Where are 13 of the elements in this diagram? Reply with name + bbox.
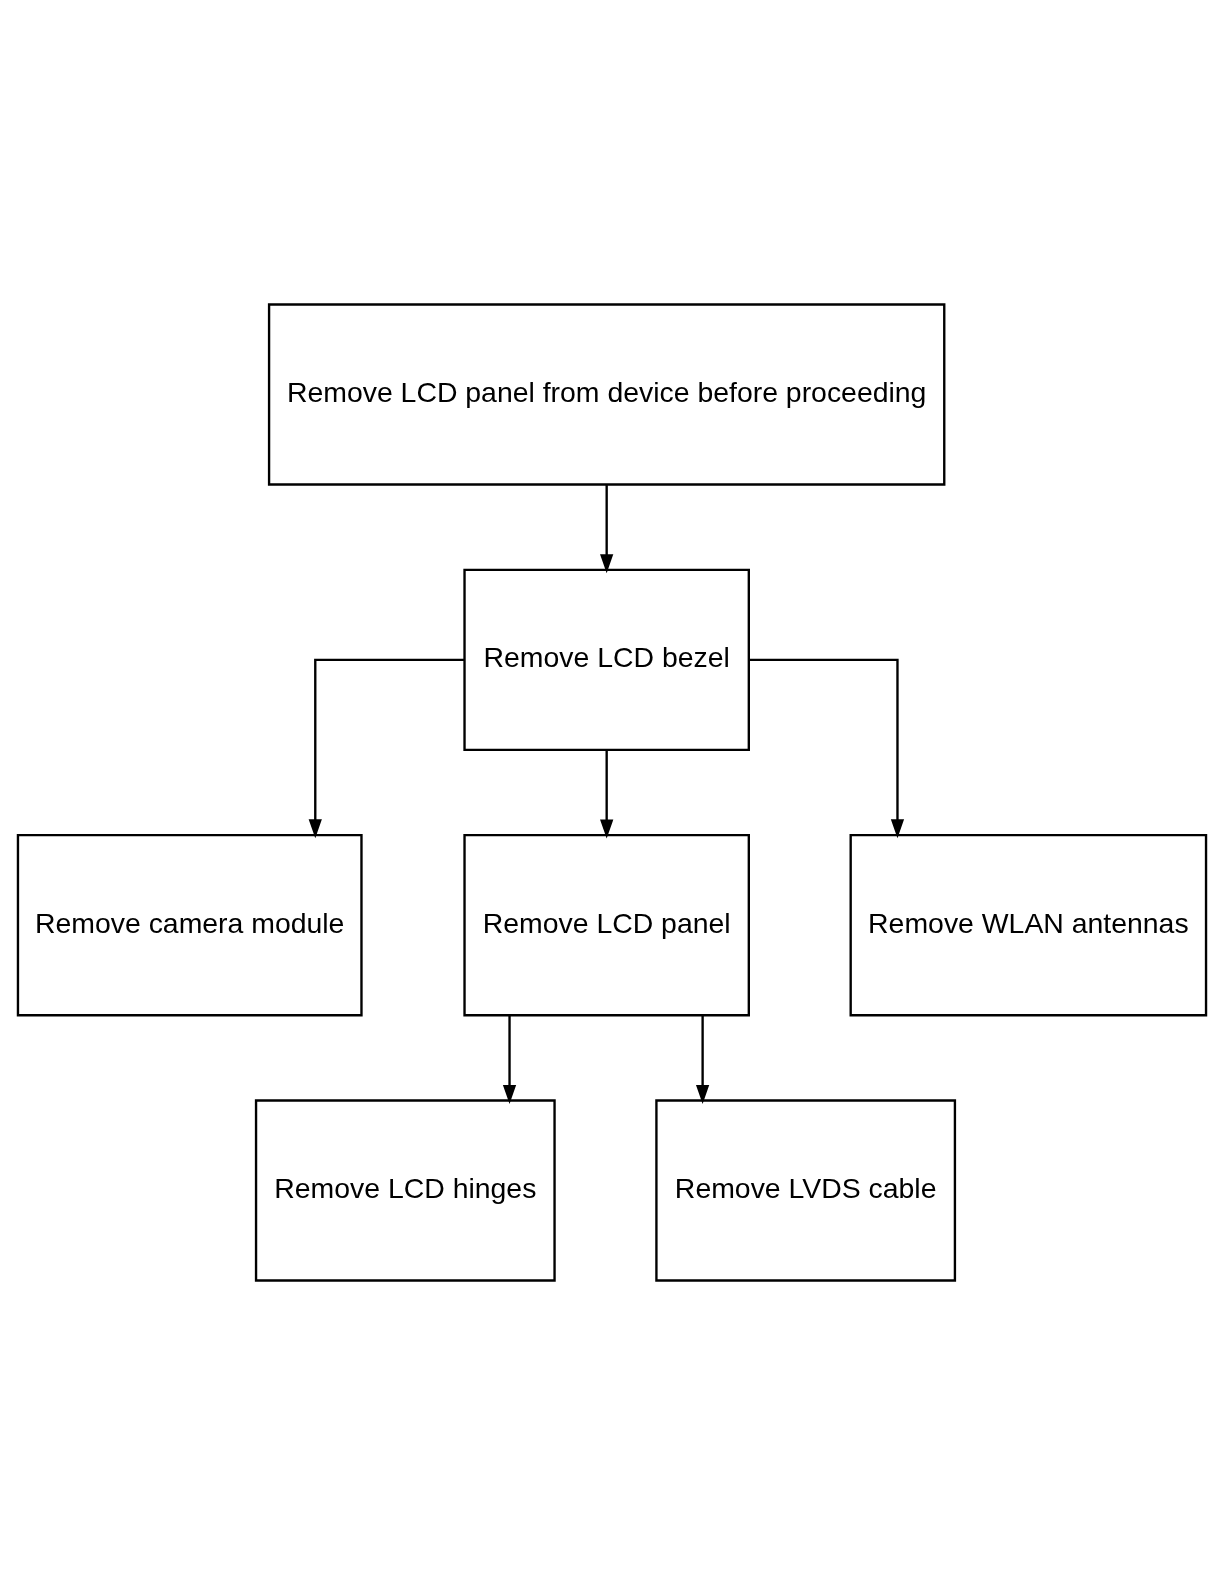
node-box: Remove LCD panel bbox=[463, 833, 750, 1016]
arrow bbox=[695, 1015, 710, 1104]
arrow bbox=[749, 658, 905, 838]
node-box: Remove LCD hinges bbox=[254, 1098, 556, 1282]
node-box: Remove WLAN antennas bbox=[849, 833, 1208, 1016]
arrow bbox=[600, 484, 614, 573]
node-box: Remove LCD bezel bbox=[463, 568, 750, 751]
node-box: Remove LVDS cable bbox=[655, 1098, 957, 1282]
arrow bbox=[502, 1015, 517, 1104]
node-box: Remove camera module bbox=[16, 833, 363, 1016]
node-box: Remove LCD panel from device before proceeding bbox=[267, 302, 946, 486]
arrow bbox=[600, 749, 614, 839]
arrow bbox=[308, 658, 465, 838]
